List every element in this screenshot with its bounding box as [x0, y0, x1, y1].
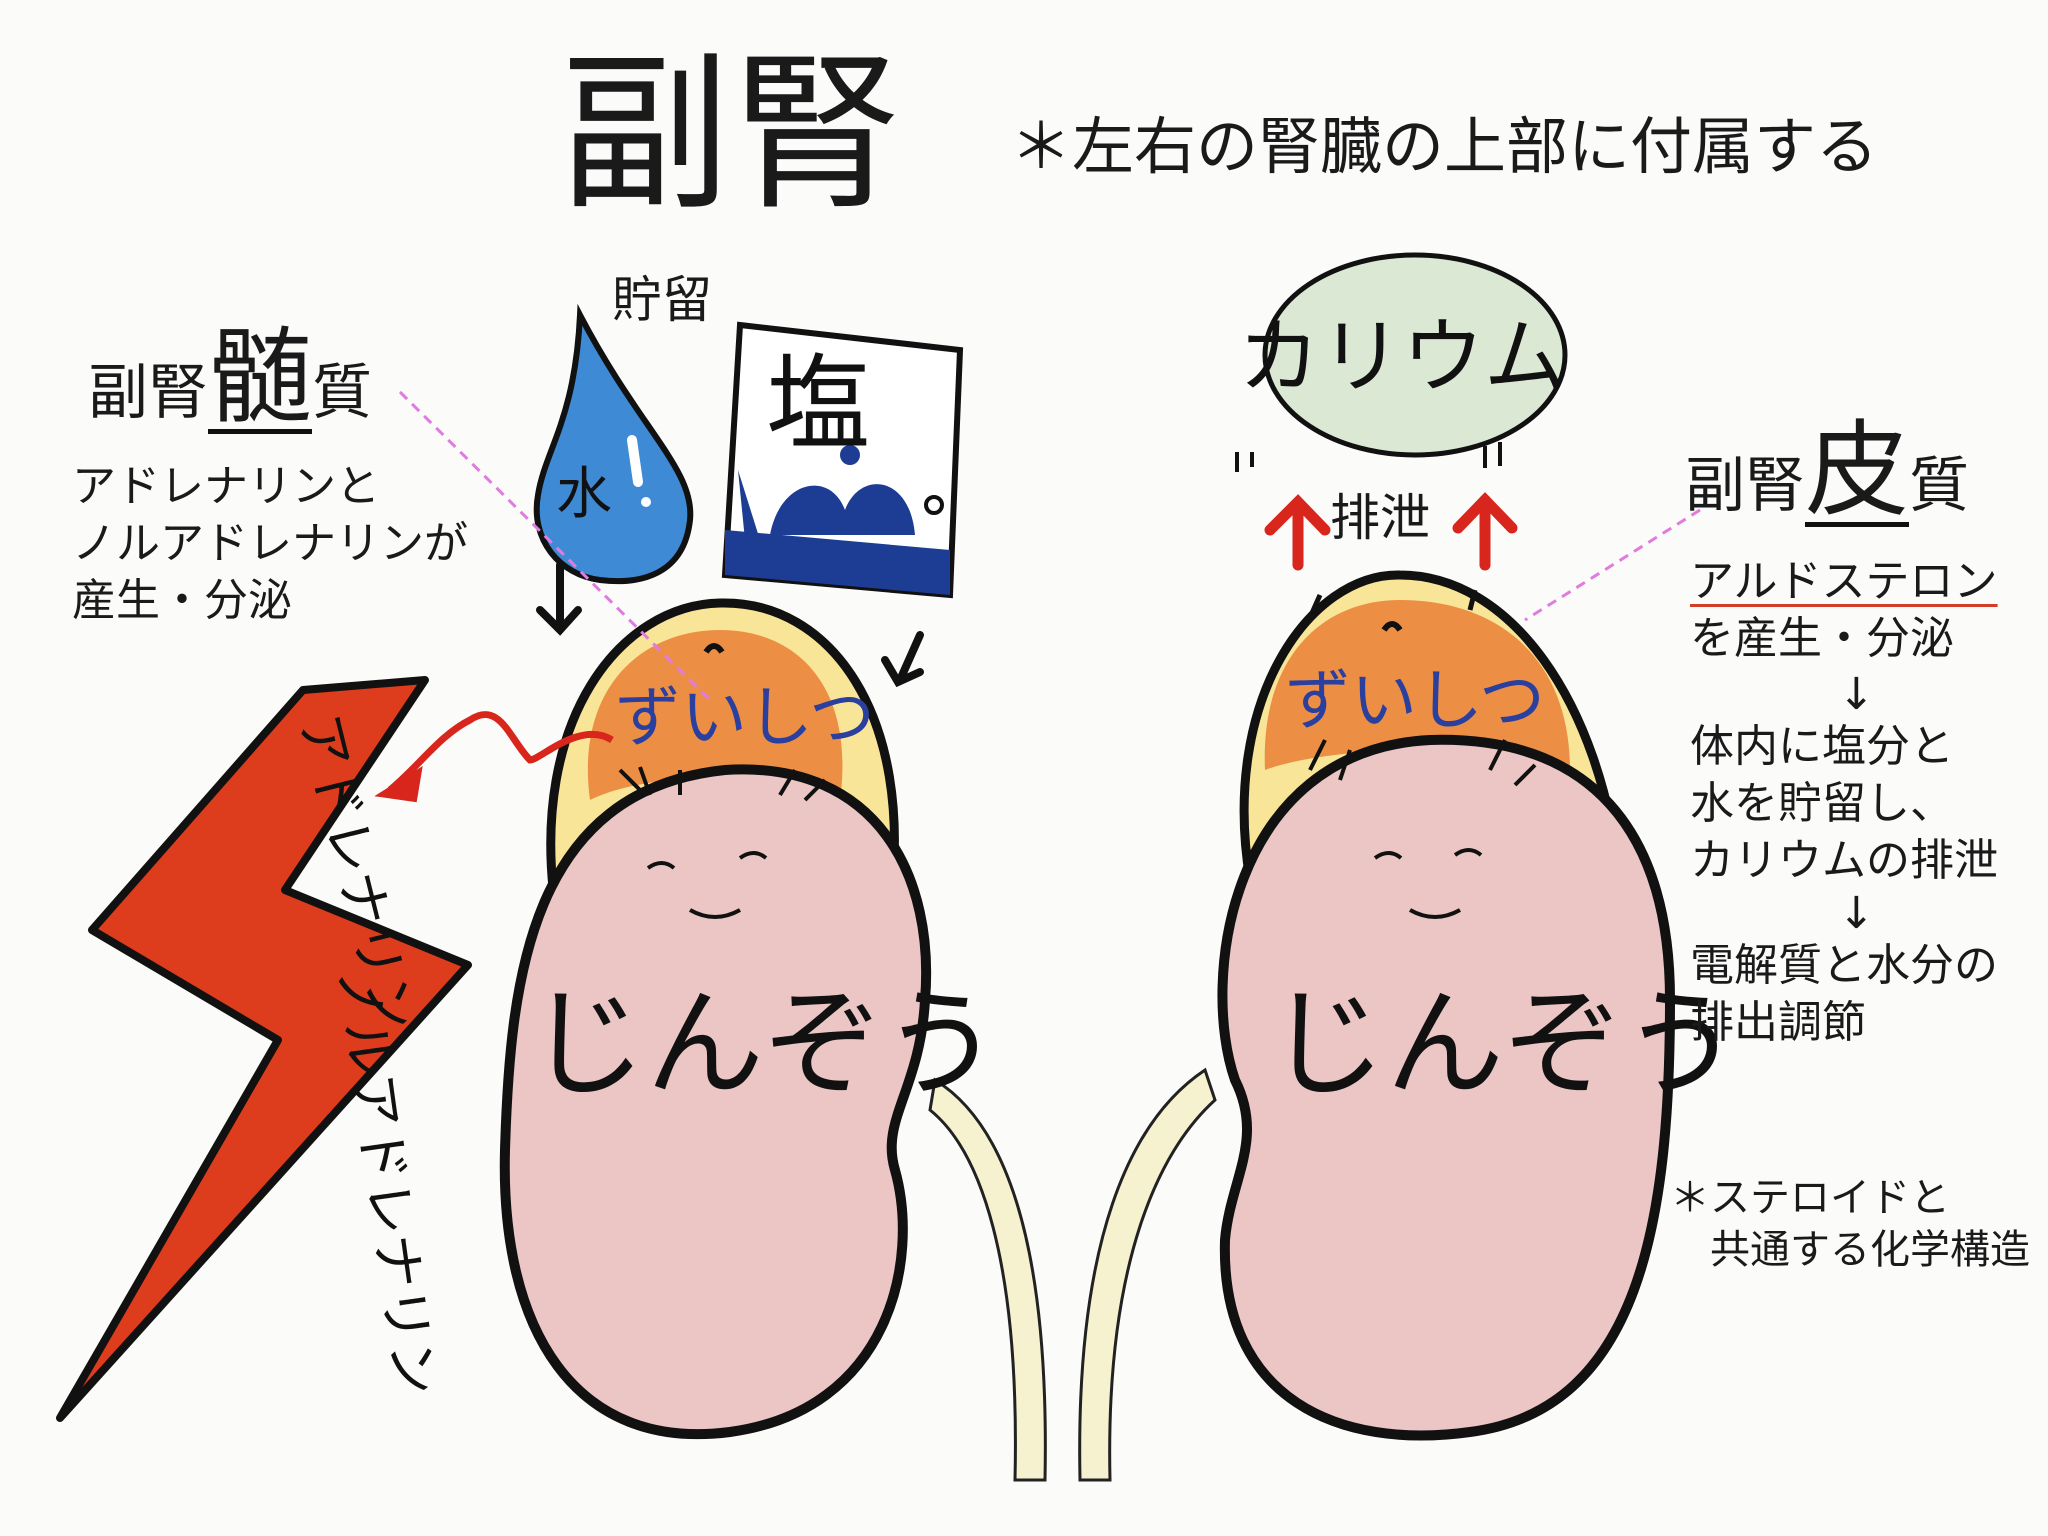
cortex-heading-suffix: 質 [1909, 451, 1970, 521]
down-arrow-water [536, 561, 582, 636]
water-label: 水 [556, 462, 612, 527]
cortex-description: アルドステロン を産生・分泌 [1690, 553, 1998, 667]
medulla-heading: 副腎髄質 [88, 325, 372, 434]
potassium-bubble [1262, 252, 1568, 458]
cortex-description-3: 電解質と水分の 排出調節 [1690, 940, 1998, 1049]
bolt-label-noradrenaline: ノルアドレナリン [325, 963, 448, 1400]
cortex-heading: 副腎皮質 [1685, 418, 1969, 527]
leader-line-medulla [398, 390, 712, 702]
down-arrow-salt [881, 631, 924, 688]
excrete-arrow-left [1264, 494, 1331, 571]
kidney-label-left: じんぞう [528, 975, 1000, 1113]
ureter-left [928, 1077, 1047, 1482]
page-subtitle: ＊左右の腎臓の上部に付属する [1010, 110, 1879, 183]
aldosterone-text: アルドステロン [1690, 556, 1998, 607]
potassium-label: カリウム [1238, 310, 1566, 405]
salt-box-icon [721, 321, 964, 599]
kidney-right [1217, 734, 1676, 1441]
adrenaline-bolt [56, 676, 472, 1422]
cortex-desc-line2: を産生・分泌 [1690, 613, 1954, 665]
cortex-arrow-1: ↓ [1838, 669, 1875, 720]
cortex-description-2: 体内に塩分と 水を貯留し、 カリウムの排泄 [1690, 721, 1998, 887]
excrete-label: 排泄 [1330, 489, 1430, 547]
page-title: 副腎 [560, 36, 905, 234]
kidney-left [499, 764, 932, 1439]
store-label: 貯留 [612, 271, 712, 329]
gland-label-left: ずいしつ [615, 679, 875, 756]
medulla-heading-prefix: 副腎 [88, 358, 208, 428]
steroid-note: ＊ステロイドと 共通する化学構造 [1670, 1175, 2030, 1273]
medulla-heading-suffix: 質 [312, 358, 373, 428]
kidney-label-right: じんぞう [1268, 975, 1740, 1113]
cortex-heading-prefix: 副腎 [1685, 451, 1805, 521]
drip-marks [1235, 442, 1502, 472]
gland-label-right: ずいしつ [1285, 662, 1545, 739]
secretion-arrow [374, 711, 614, 803]
medulla-heading-big: 髄 [208, 316, 313, 438]
cortex-heading-big: 皮 [1805, 409, 1910, 531]
ureter-right [1078, 1067, 1217, 1482]
excrete-arrow-right [1452, 492, 1518, 571]
medulla-description: アドレナリンと ノルアドレナリンが 産生・分泌 [72, 461, 468, 627]
water-drop-icon [533, 303, 694, 585]
cortex-arrow-2: ↓ [1838, 888, 1875, 939]
salt-label: 塩 [766, 343, 870, 465]
leader-line-cortex [1524, 508, 1701, 622]
